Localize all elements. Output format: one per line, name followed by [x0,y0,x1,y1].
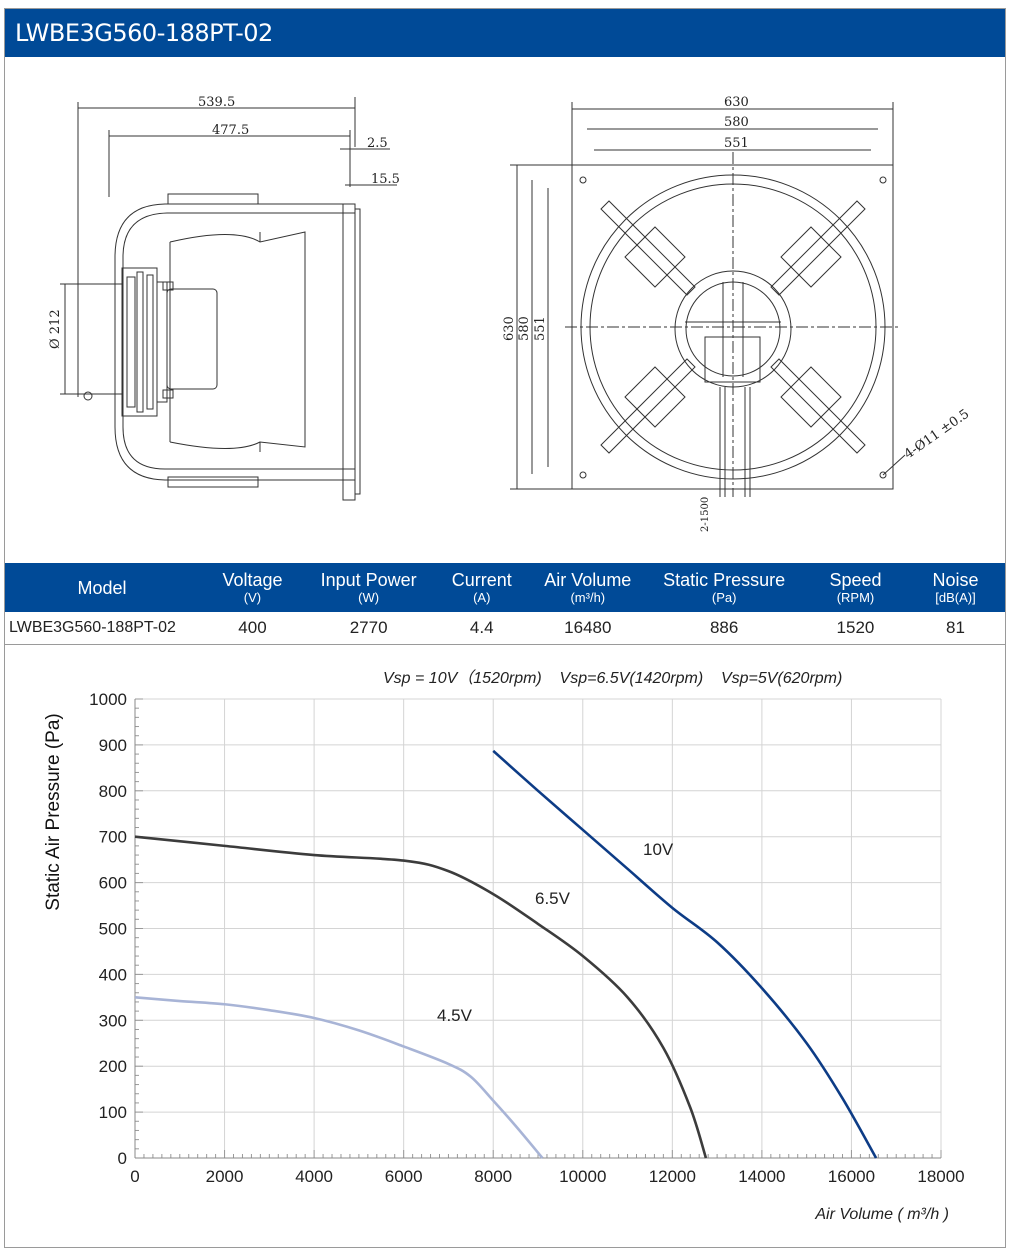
front-height-2: 580 [517,316,532,341]
product-title: LWBE3G560-188PT-02 [15,19,273,47]
cell-air-volume: 16480 [532,612,644,645]
y-tick-label: 0 [118,1149,127,1168]
front-height-1: 630 [502,316,517,341]
cell-static-pressure: 886 [643,612,805,645]
cell-model: LWBE3G560-188PT-02 [5,612,199,645]
x-tick-label: 2000 [206,1167,244,1186]
y-tick-label: 800 [99,782,127,801]
cell-voltage: 400 [198,612,306,645]
front-view [510,102,906,497]
chart-xlabel: Air Volume ( m³/h ) [814,1206,949,1223]
side-dim-3: 2.5 [367,136,388,151]
y-tick-label: 900 [99,736,127,755]
x-tick-label: 18000 [917,1167,964,1186]
col-noise: Noise[dB(A)] [905,563,1005,612]
front-width-2: 580 [724,115,749,130]
x-tick-label: 6000 [385,1167,423,1186]
col-speed: Speed(RPM) [804,563,906,612]
chart-title: Vsp = 10V（1520rpm) Vsp=6.5V(1420rpm) Vsp… [383,669,842,687]
col-static-pressure: Static Pressure(Pa) [643,563,805,612]
x-tick-label: 8000 [474,1167,512,1186]
y-tick-label: 200 [99,1057,127,1076]
chart-ylabel: Static Air Pressure (Pa) [43,713,64,910]
x-tick-label: 0 [130,1167,139,1186]
cell-noise: 81 [905,612,1005,645]
col-current: Current(A) [431,563,533,612]
x-tick-label: 10000 [559,1167,606,1186]
series-line-4-5V [134,996,544,1159]
col-model: Model [5,563,199,612]
side-view [60,97,397,501]
cell-speed: 1520 [804,612,906,645]
col-voltage: Voltage(V) [198,563,306,612]
side-dim-2: 477.5 [212,123,249,138]
front-cable-label: 2-1500 [700,497,711,532]
col-air-volume: Air Volume(m³/h) [532,563,644,612]
col-input-power: Input Power(W) [306,563,432,612]
y-tick-label: 100 [99,1103,127,1122]
cell-input-power: 2770 [306,612,432,645]
side-dim-4: 15.5 [371,172,400,187]
y-tick-label: 400 [99,965,127,984]
series-label-6-5V: 6.5V [535,889,571,908]
spec-table: Model Voltage(V) Input Power(W) Current(… [5,563,1005,645]
chart-grid [134,698,942,1159]
side-dim-diameter: Ø 212 [48,309,63,349]
series-line-10V [492,749,878,1159]
side-dim-1: 539.5 [198,95,235,110]
y-tick-label: 500 [99,920,127,939]
technical-drawing: 539.5 477.5 2.5 15.5 Ø 212 [48,95,973,532]
y-tick-label: 600 [99,874,127,893]
spec-header-row: Model Voltage(V) Input Power(W) Current(… [5,563,1005,612]
front-width-3: 551 [724,136,749,151]
y-tick-label: 1000 [89,690,127,709]
performance-chart: Vsp = 10V（1520rpm) Vsp=6.5V(1420rpm) Vsp… [43,669,965,1223]
x-tick-label: 16000 [828,1167,875,1186]
series-label-10V: 10V [643,840,674,859]
page-frame [4,8,1006,1248]
x-tick-label: 12000 [649,1167,696,1186]
front-height-3: 551 [533,316,548,341]
x-tick-label: 4000 [295,1167,333,1186]
front-holes-label: 4-Ø11 ±0.5 [902,407,973,463]
y-tick-label: 700 [99,828,127,847]
front-width-1: 630 [724,95,749,110]
x-tick-label: 14000 [738,1167,785,1186]
spec-data-row: LWBE3G560-188PT-02 400 2770 4.4 16480 88… [5,612,1005,645]
y-tick-label: 300 [99,1011,127,1030]
series-label-4-5V: 4.5V [437,1006,473,1025]
series-line-6-5V [134,835,708,1159]
cell-current: 4.4 [431,612,533,645]
title-bar: LWBE3G560-188PT-02 [5,9,1005,57]
chart-series: 10V 6.5V 4.5V [134,749,878,1159]
